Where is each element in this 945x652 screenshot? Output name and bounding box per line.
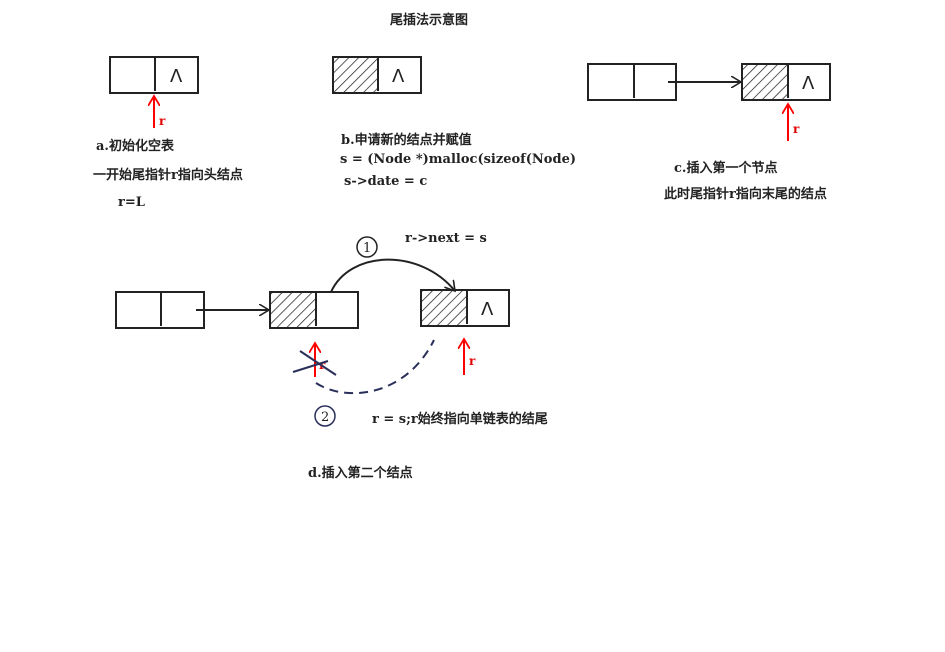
step-2-number: 2 [321, 410, 329, 425]
panel-d: Λ 1 r->next = s r r 2 r = s;r始终指向单链表的结尾 … [115, 231, 548, 481]
pointer-label: r [793, 122, 800, 136]
first-node: Λ [741, 63, 831, 101]
panel-a-code: r=L [118, 195, 145, 210]
step-1-badge [356, 236, 378, 258]
tail-move-dashed-curve [315, 339, 435, 395]
step-2-code: r = s;r始终指向单链表的结尾 [372, 411, 548, 427]
panel-c-caption: c.插入第一个节点 [674, 160, 777, 176]
panel-b-code-1: s = (Node *)malloc(sizeof(Node) [340, 152, 576, 167]
first-node [269, 291, 359, 329]
panel-b: Λ b.申请新的结点并赋值 s = (Node *)malloc(sizeof(… [332, 56, 576, 189]
null-symbol: Λ [392, 66, 405, 87]
null-symbol: Λ [170, 66, 183, 87]
diagram-title: 尾插法示意图 [390, 12, 468, 28]
panel-c: Λ r c.插入第一个节点 此时尾指针r指向末尾的结点 [587, 63, 831, 202]
panel-b-caption: b.申请新的结点并赋值 [341, 132, 472, 148]
cross-out-mark [299, 350, 337, 376]
panel-b-code-2: s->date = c [344, 174, 427, 189]
second-node: Λ [420, 289, 510, 327]
head-node [587, 63, 677, 101]
step-2-badge [314, 405, 336, 427]
panel-a-note: 一开始尾指针r指向头结点 [93, 167, 243, 183]
panel-a: Λ r a.初始化空表 一开始尾指针r指向头结点 r=L [93, 56, 243, 210]
null-symbol: Λ [481, 299, 494, 320]
panel-a-caption: a.初始化空表 [96, 138, 175, 154]
null-symbol: Λ [802, 73, 815, 94]
head-node: Λ [109, 56, 199, 94]
step-1-number: 1 [363, 241, 371, 256]
panel-d-caption: d.插入第二个结点 [308, 465, 413, 481]
panel-c-note: 此时尾指针r指向末尾的结点 [664, 186, 827, 202]
pointer-label: r [159, 114, 166, 128]
new-node: Λ [332, 56, 422, 94]
next-link-curve [330, 258, 455, 293]
step-1-code: r->next = s [405, 231, 487, 246]
pointer-label: r [469, 354, 476, 368]
